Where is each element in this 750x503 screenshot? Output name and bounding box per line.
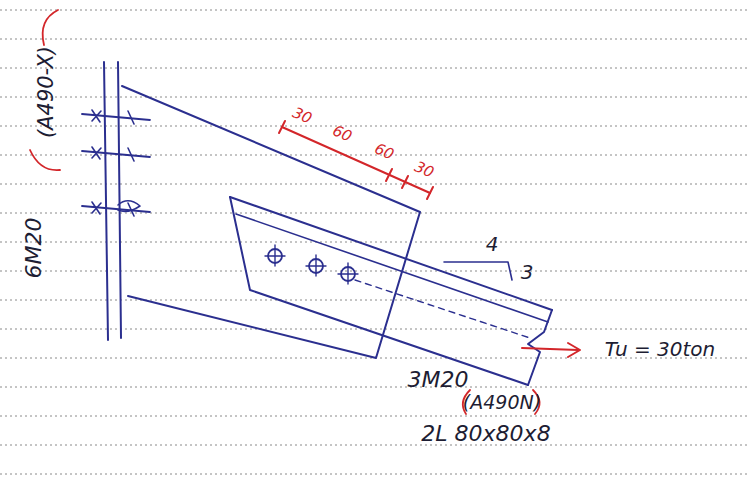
ruled-line	[0, 97, 750, 98]
bolt-cross	[92, 147, 101, 159]
gusset-plate	[122, 86, 420, 358]
bolt-line	[82, 151, 150, 157]
ruled-line	[0, 126, 750, 127]
angle-member	[230, 197, 528, 385]
ruled-line	[0, 474, 750, 475]
bolt-nut	[128, 148, 134, 161]
ruled-line	[0, 445, 750, 446]
bolt-nut	[128, 111, 134, 124]
bolt-cross	[92, 110, 101, 122]
dimension: 60	[330, 123, 354, 144]
dimension-tick	[386, 169, 392, 181]
ruled-line	[0, 242, 750, 243]
bolt-spec: 3M20	[408, 369, 469, 391]
center-line	[355, 280, 530, 338]
dimension-tick	[279, 121, 285, 133]
column-flange	[104, 62, 108, 340]
ruled-line	[0, 184, 750, 185]
bolt-grade: (A490-X)	[36, 46, 57, 138]
ruled-line	[0, 416, 750, 417]
ruled-line	[0, 300, 750, 301]
ruled-line	[0, 68, 750, 69]
ruled-line	[0, 39, 750, 40]
ruled-line	[0, 329, 750, 330]
bolt-cross	[92, 202, 101, 214]
load-arrow	[522, 348, 578, 350]
ruled-line	[0, 271, 750, 272]
slope-triangle	[444, 262, 512, 280]
slope-value: 4	[486, 234, 499, 254]
column-flange	[118, 62, 121, 338]
bracket	[30, 150, 60, 170]
bolt-cross	[338, 263, 358, 284]
dimension-tick	[427, 187, 433, 199]
load-label: Tu = 30ton	[605, 339, 716, 359]
bracket	[43, 10, 58, 45]
slope-value: 3	[521, 262, 534, 282]
dimension: 30	[290, 105, 314, 126]
dimension: 60	[372, 141, 396, 162]
ruled-line	[0, 213, 750, 214]
angle-flange	[236, 214, 548, 322]
bolt-grade: (A490N)	[463, 393, 541, 412]
ruled-line	[0, 10, 750, 11]
dimension-tick	[402, 176, 408, 188]
angle-member	[230, 197, 552, 310]
bolt-cross	[306, 255, 326, 276]
bolt-line	[82, 114, 150, 120]
steel-connection	[30, 10, 580, 414]
dimension: 30	[412, 159, 436, 180]
arrow-head	[568, 343, 580, 357]
section-label: 2L 80x80x8	[421, 423, 550, 445]
bolt-cross	[265, 245, 285, 266]
bolt-head	[118, 201, 140, 212]
bolt-spec: 6M20	[23, 218, 45, 279]
dimension-line	[282, 127, 430, 193]
ruled-lines	[0, 10, 750, 474]
ruled-line	[0, 387, 750, 388]
